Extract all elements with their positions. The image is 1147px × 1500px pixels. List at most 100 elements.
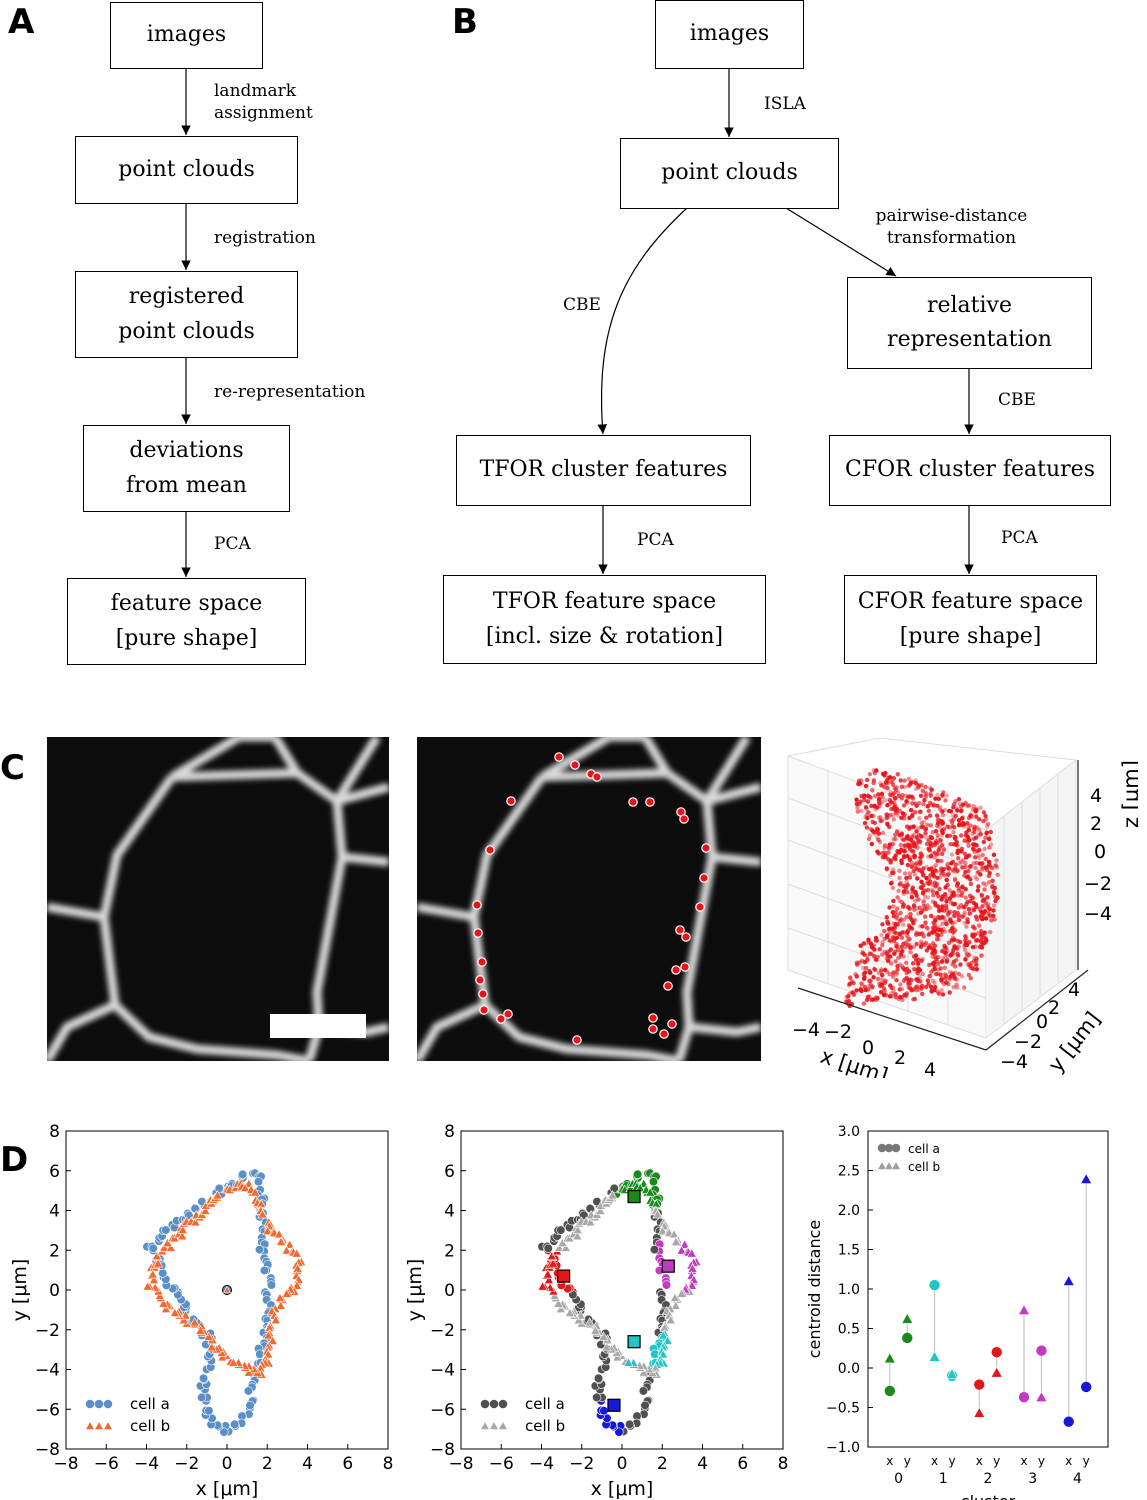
landmark-point — [645, 797, 655, 807]
cloud-point — [955, 843, 960, 848]
legend-marker-b — [102, 1420, 114, 1430]
cell-a-point — [214, 1183, 224, 1193]
cell-b-point — [623, 1357, 634, 1367]
landmark-point — [479, 1005, 489, 1015]
cloud-point — [975, 888, 980, 893]
cloud-point — [908, 945, 913, 951]
cloud-point — [902, 816, 907, 821]
edge-b-cbe-left: CBE — [563, 294, 601, 316]
cloud-point — [974, 843, 979, 848]
cell-a-point — [219, 1427, 229, 1437]
cloud-point — [876, 837, 881, 842]
cloud-point — [872, 820, 878, 826]
x-axis-label: x [μm] — [817, 1044, 890, 1078]
cell-b-point — [228, 1357, 239, 1367]
cloud-point — [966, 972, 971, 978]
cloud-point — [947, 970, 953, 975]
cloud-point — [900, 815, 905, 820]
cloud-point — [888, 812, 893, 818]
cloud-point — [953, 813, 958, 819]
cloud-point — [945, 882, 950, 888]
cloud-point — [956, 888, 961, 893]
cloud-point — [897, 932, 903, 937]
cloud-point — [971, 908, 977, 913]
cell-b-point — [263, 1330, 274, 1340]
box-label: CFOR feature space — [857, 589, 1084, 615]
cloud-point — [846, 983, 851, 988]
cell-b-point — [553, 1298, 564, 1308]
cloud-point — [932, 855, 937, 860]
x-tick-label: −6 — [94, 1454, 119, 1474]
cloud-point — [951, 985, 956, 990]
cloud-point — [977, 923, 982, 928]
cell-b-point — [607, 1190, 618, 1200]
cloud-point — [954, 839, 959, 845]
panel-letter-b: B — [452, 2, 478, 42]
cloud-point — [949, 861, 954, 866]
cloud-point — [919, 824, 924, 830]
cloud-point — [934, 890, 940, 896]
cell-b-point — [240, 1182, 251, 1192]
x-tick-label: −2 — [569, 1454, 594, 1474]
cloud-point — [920, 891, 926, 896]
cloud-point — [983, 856, 988, 862]
cloud-point — [880, 771, 886, 777]
y-tick-label: 4 — [49, 1202, 60, 1222]
cloud-point — [945, 912, 950, 917]
cloud-point — [916, 826, 921, 831]
cloud-point — [916, 897, 921, 902]
cloud-point — [981, 818, 986, 824]
cell-b-point — [267, 1335, 278, 1345]
micrograph-raw — [47, 737, 389, 1061]
box-a-point-clouds: point clouds — [75, 136, 298, 204]
edge-b-cbe-right: CBE — [998, 389, 1036, 411]
box-label: registered — [128, 284, 245, 310]
cloud-point — [857, 801, 862, 807]
cloud-point — [896, 888, 901, 893]
box-label: point clouds — [661, 160, 798, 186]
cloud-point — [871, 943, 876, 948]
cloud-point — [888, 925, 894, 930]
cloud-point — [861, 1001, 867, 1006]
cloud-point — [910, 779, 915, 785]
landmark-point — [680, 962, 690, 972]
cloud-point — [855, 962, 860, 967]
cloud-point — [940, 894, 945, 899]
cloud-point — [920, 991, 925, 997]
x-tick: −4 — [792, 1019, 820, 1041]
cloud-point — [947, 888, 952, 893]
cloud-point — [943, 980, 949, 985]
cloud-point — [970, 933, 975, 938]
cloud-point — [916, 862, 922, 867]
cloud-point — [862, 820, 868, 826]
cloud-point — [909, 808, 914, 813]
cloud-point — [986, 859, 992, 865]
x-tick: 4 — [924, 1059, 936, 1078]
cloud-point — [870, 788, 875, 793]
cloud-point — [847, 981, 852, 987]
cloud-point — [868, 827, 873, 832]
edge-label: registration — [214, 228, 316, 248]
cloud-point — [940, 813, 946, 818]
cloud-point — [953, 862, 958, 867]
cloud-point — [951, 830, 956, 835]
cloud-point — [971, 842, 976, 847]
landmark-point — [701, 843, 711, 853]
cloud-point — [863, 805, 869, 810]
box-label: [pure shape] — [899, 623, 1042, 649]
cloud-point — [863, 987, 868, 993]
cloud-point — [925, 804, 930, 809]
cloud-point — [937, 875, 943, 880]
cloud-point — [943, 952, 949, 958]
cloud-point — [882, 843, 888, 848]
cloud-point — [976, 884, 981, 889]
y-tick-label: −6 — [35, 1400, 60, 1420]
plot3-frame — [867, 1130, 1109, 1448]
cloud-point — [921, 934, 926, 939]
cell-a-point — [593, 1373, 604, 1383]
cloud-point — [927, 813, 933, 818]
cloud-point — [866, 836, 872, 842]
cloud-point — [898, 954, 903, 959]
cloud-point — [884, 915, 889, 920]
cell-a-point — [254, 1244, 265, 1255]
